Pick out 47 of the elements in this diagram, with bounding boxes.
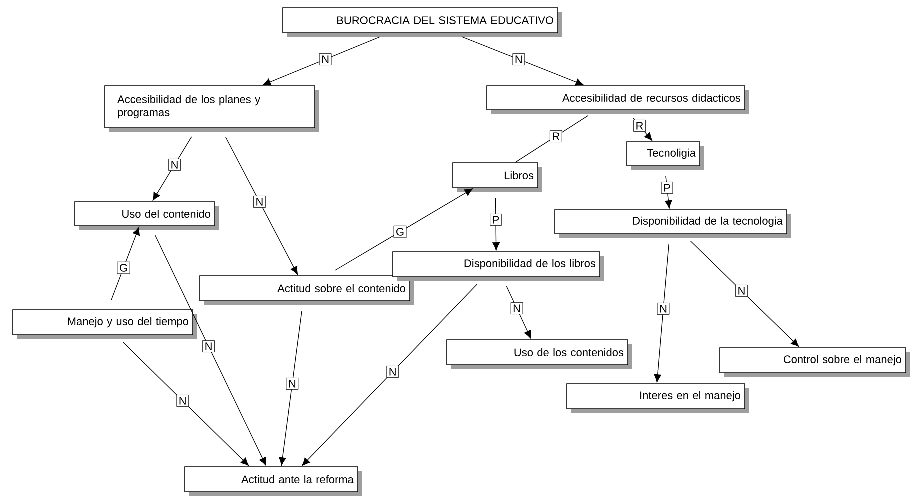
concept-box: Disponibilidad de la tecnologia xyxy=(554,210,791,238)
edge-label: N xyxy=(176,395,190,407)
edge-label: N xyxy=(510,302,524,314)
concept-box: Tecnoligia xyxy=(626,142,704,170)
arrow xyxy=(492,198,500,251)
concept-box: Control sobre el manejo xyxy=(720,348,910,377)
edge-label: P xyxy=(490,214,502,226)
edge-label: N xyxy=(736,285,748,297)
arrow xyxy=(462,36,584,86)
concept-box: Disponibilidad de los libros xyxy=(392,252,604,281)
edge-label: P xyxy=(661,182,674,194)
arrow xyxy=(152,136,192,201)
edge-label: G xyxy=(117,262,130,274)
arrow xyxy=(632,118,653,141)
arrow xyxy=(279,310,302,466)
edge-label: G xyxy=(394,226,407,238)
concept-box: Accesibilidad de recursos didacticos xyxy=(486,86,749,114)
edge-label: N xyxy=(319,54,332,66)
arrow xyxy=(262,36,380,86)
edge-label: N xyxy=(386,366,399,378)
concept-box: BUROCRACIA DEL SISTEMA EDUCATIVO xyxy=(282,8,562,37)
edge-label: N xyxy=(512,54,526,66)
arrow xyxy=(654,244,670,383)
concept-box: Libros xyxy=(452,162,542,192)
edge-label: N xyxy=(168,159,181,171)
arrow xyxy=(122,342,250,466)
arrow xyxy=(225,136,298,275)
concept-box: Uso de los contenidos xyxy=(446,340,632,369)
concept-box: Uso del contenido xyxy=(74,202,219,230)
concept-box: Interes en el manejo xyxy=(566,384,749,413)
arrow xyxy=(665,176,672,209)
concept-box: Actitud sobre el contenido xyxy=(200,276,414,305)
arrow xyxy=(111,227,140,301)
edge-label: R xyxy=(634,120,646,132)
arrow xyxy=(302,284,478,466)
arrow xyxy=(154,235,266,466)
edge-label: R xyxy=(550,130,562,142)
concept-box: Manejo y uso del tiempo xyxy=(12,310,197,339)
concept-box: Accesibilidad de los planes y programas xyxy=(104,86,319,132)
edge-label: N xyxy=(657,303,670,315)
concept-box: Actitud ante la reforma xyxy=(184,466,362,496)
edge-label: N xyxy=(286,378,299,390)
arrow xyxy=(334,188,474,271)
arrow xyxy=(506,286,532,339)
edge-label: N xyxy=(202,340,215,352)
arrow xyxy=(690,241,800,348)
edge-label: N xyxy=(254,196,266,208)
